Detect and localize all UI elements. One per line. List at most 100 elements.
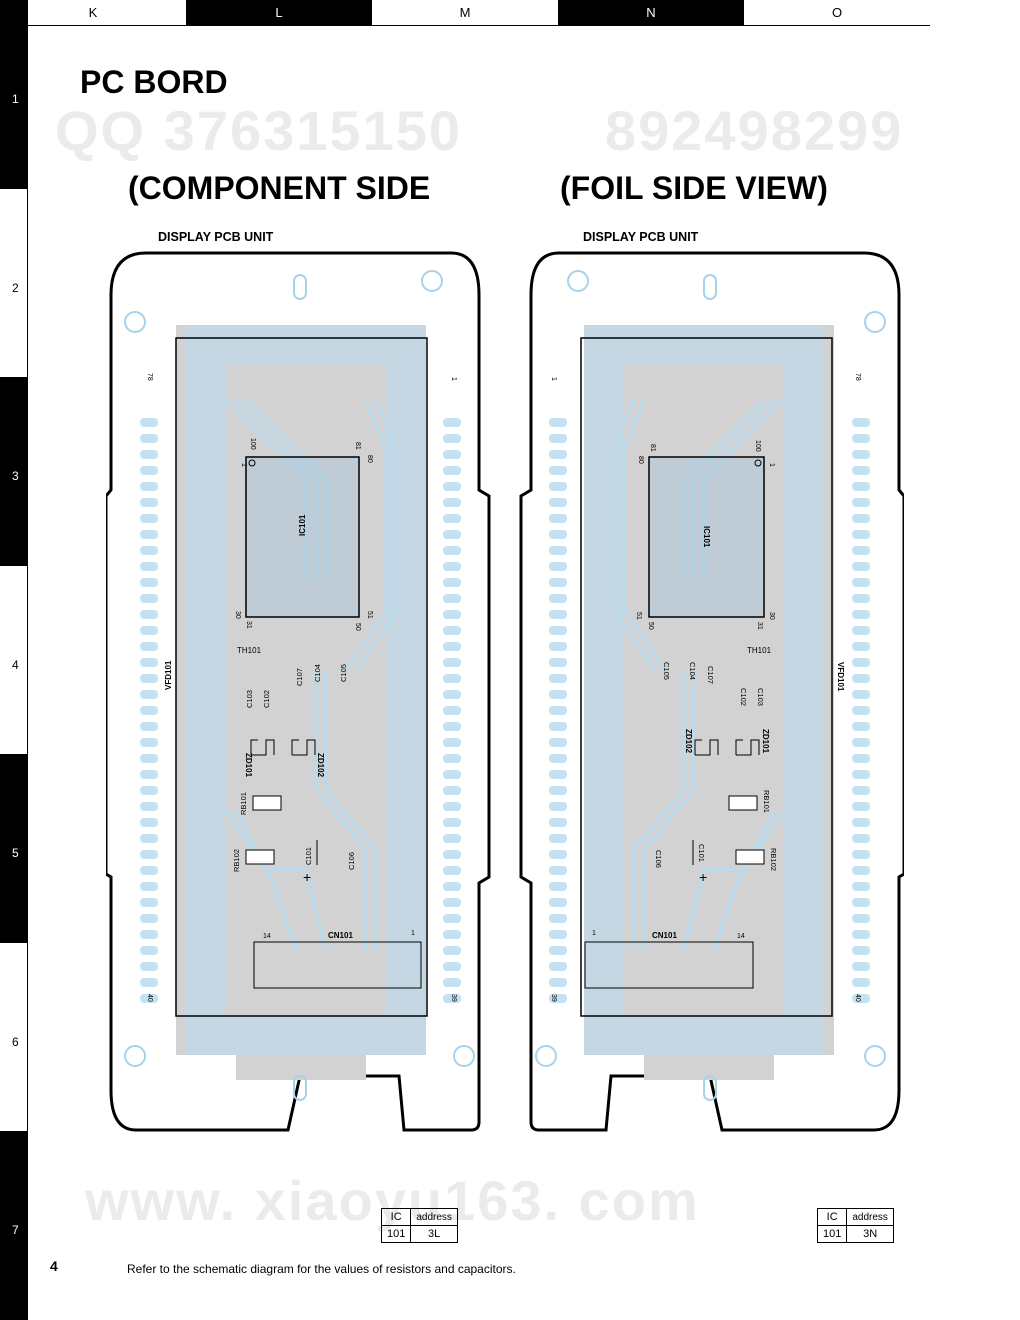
- column-grid-header: K L M N O: [0, 0, 930, 26]
- table-header-address: address: [410, 1208, 458, 1226]
- row-cell: 6: [0, 942, 28, 1132]
- c104-label: C104: [313, 664, 322, 682]
- c106-label: C106: [654, 850, 663, 868]
- pin-label-vfd-39: 39: [550, 994, 557, 1002]
- pin-label-ic-31: 31: [756, 622, 763, 630]
- zd101-symbol: [735, 739, 760, 756]
- table-cell-address: 3L: [410, 1225, 458, 1243]
- row-label: 4: [12, 657, 19, 672]
- pin-label-vfd-1: 1: [550, 377, 557, 381]
- zd101-label: ZD101: [761, 729, 770, 754]
- row-label: 3: [12, 469, 19, 484]
- row-cell: 3: [0, 377, 28, 566]
- vfd101-outline: [580, 337, 833, 1017]
- column-label: M: [459, 5, 471, 20]
- cn101-body: [253, 941, 422, 989]
- table-cell-address: 3N: [846, 1225, 894, 1243]
- row-label: 7: [12, 1223, 19, 1238]
- ic101-pin1-dot: [754, 459, 762, 467]
- pin-label-ic-51: 51: [366, 611, 373, 619]
- watermark-phone: 892498299: [605, 99, 904, 162]
- c101-polarity: +: [303, 869, 311, 885]
- pin-label-ic-51: 51: [635, 612, 642, 620]
- row-cell: 1: [0, 0, 28, 189]
- c101-polarity: +: [699, 869, 707, 885]
- vfd-pins-left: [140, 418, 158, 1003]
- board-label-left: DISPLAY PCB UNIT: [158, 230, 274, 244]
- table-header-address: address: [846, 1208, 894, 1226]
- table-cell-ic: 101: [816, 1225, 848, 1243]
- c107-label: C107: [295, 668, 304, 686]
- watermark-qq: QQ 376315150: [55, 99, 462, 162]
- pin-label-ic-81: 81: [354, 442, 361, 450]
- pin-label-vfd-78: 78: [146, 373, 153, 381]
- pin-label-ic-1: 1: [240, 463, 247, 467]
- column-label: K: [88, 5, 98, 20]
- rb101-label: RB101: [239, 792, 248, 815]
- table-header-ic: IC: [816, 1208, 848, 1226]
- c103-label: C103: [245, 690, 254, 708]
- row-label: 2: [12, 280, 19, 295]
- board-label-right: DISPLAY PCB UNIT: [583, 230, 699, 244]
- column-label: N: [558, 0, 744, 25]
- ic101-label: IC101: [702, 526, 711, 548]
- row-cell: 5: [0, 754, 28, 943]
- vfd-pins-left: [549, 418, 567, 1003]
- c101-label: C101: [304, 847, 313, 865]
- pcb-component-side: + IC101 VFD101 CN101 TH101 ZD101 ZD102 R…: [106, 251, 491, 1132]
- pin-label-ic-100: 100: [754, 440, 761, 452]
- pin-label-ic-31: 31: [245, 621, 252, 629]
- rb102-body: [245, 849, 275, 865]
- table-header-ic: IC: [380, 1208, 412, 1226]
- rb101-body: [728, 795, 758, 811]
- c102-label: C102: [262, 690, 271, 708]
- pin-label-ic-1: 1: [768, 463, 775, 467]
- trace-area: [186, 325, 426, 1055]
- ic101-body: [245, 456, 360, 618]
- zd102-label: ZD102: [684, 729, 693, 754]
- ic101-body: [648, 456, 765, 618]
- ic101-label: IC101: [298, 514, 307, 536]
- cn101-label: CN101: [328, 931, 353, 940]
- th101-label: TH101: [237, 646, 262, 655]
- pin-label-ic-30: 30: [768, 612, 775, 620]
- c101-label: C101: [697, 844, 706, 862]
- rb101-body: [252, 795, 282, 811]
- pin-label-vfd-78: 78: [854, 373, 861, 381]
- pin-label-vfd-1: 1: [450, 377, 457, 381]
- pin-label-ic-100: 100: [249, 438, 256, 450]
- cn101-body: [584, 941, 754, 989]
- vfd101-label: VFD101: [836, 662, 845, 692]
- pin-label-cn-14: 14: [263, 933, 271, 940]
- table-cell-ic: 101: [380, 1225, 412, 1243]
- zd101-label: ZD101: [244, 753, 253, 778]
- row-cell: 2: [0, 188, 28, 378]
- vfd101-outline: [175, 337, 428, 1017]
- zd101-symbol: [250, 739, 275, 756]
- row-cell: 7: [0, 1131, 28, 1320]
- page-number: 4: [50, 1258, 58, 1274]
- rb101-label: RB101: [762, 790, 771, 813]
- trace-area: [584, 325, 824, 1055]
- c102-label: C102: [739, 688, 748, 706]
- row-cell: 4: [0, 565, 28, 755]
- pin-label-ic-80: 80: [366, 455, 373, 463]
- c106-label: C106: [347, 852, 356, 870]
- page-title: PC BORD: [80, 64, 228, 100]
- zd102-symbol: [694, 739, 719, 756]
- footnote: Refer to the schematic diagram for the v…: [127, 1262, 516, 1276]
- vfd-pins-right: [443, 418, 461, 1003]
- heading-component-side: (COMPONENT SIDE: [128, 170, 431, 206]
- ic-address-table-right: IC address 101 3N: [816, 1208, 894, 1243]
- row-grid-sidebar: 1 2 3 4 5 6 7: [0, 0, 28, 1320]
- pin-label-cn-1: 1: [592, 930, 596, 937]
- mounting-holes: [535, 270, 886, 1101]
- c105-label: C105: [662, 662, 671, 680]
- pcb-foil-side: + IC101 VFD101 CN101 TH101 ZD101 ZD102 R…: [519, 251, 904, 1132]
- pin-label-ic-50: 50: [647, 622, 654, 630]
- pin-label-ic-30: 30: [234, 611, 241, 619]
- pin-label-ic-81: 81: [649, 444, 656, 452]
- pin-label-cn-14: 14: [737, 933, 745, 940]
- pin-label-vfd-39: 39: [450, 994, 457, 1002]
- column-label: L: [186, 0, 372, 25]
